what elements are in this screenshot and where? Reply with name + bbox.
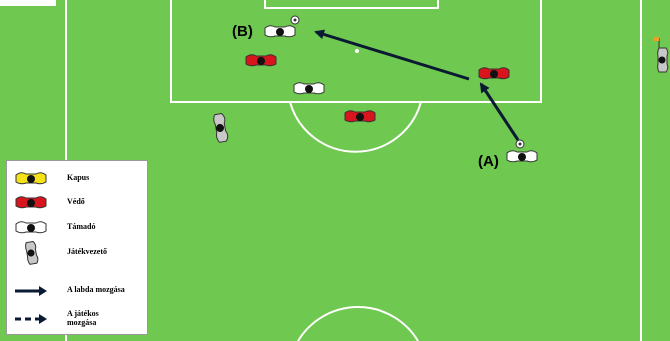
point-a-label: (A) xyxy=(478,153,499,170)
attacker-icon xyxy=(294,83,324,94)
defender-icon xyxy=(246,55,276,66)
point-b-label: (B) xyxy=(232,23,253,40)
legend-label-player-movement-line1: A játékos xyxy=(67,309,99,318)
legend-item-ball-movement: A labda mozgása xyxy=(7,279,149,303)
penalty-spot xyxy=(355,49,359,53)
legend-label-referee: Játékvezető xyxy=(67,247,107,256)
top-left-white-box xyxy=(0,0,56,6)
legend-label-attacker: Támadó xyxy=(67,222,95,231)
attacker-b-icon xyxy=(265,26,295,37)
player-movement-arrow-icon xyxy=(13,307,49,331)
referee-icon xyxy=(13,241,49,265)
legend-label-ball-movement: A labda mozgása xyxy=(67,285,125,294)
legend-item-referee: Játékvezető xyxy=(7,241,149,265)
legend-label-goalkeeper: Kapus xyxy=(67,173,89,182)
legend-label-defender: Védő xyxy=(67,197,85,206)
attacker-a-icon xyxy=(507,151,537,162)
ball-b-icon xyxy=(291,16,299,24)
ball-movement-arrow-icon xyxy=(13,279,49,303)
defender-icon xyxy=(345,111,375,122)
assistant-referee-icon xyxy=(658,48,668,72)
legend-label-player-movement-line2: mozgása xyxy=(67,318,96,327)
legend-item-attacker: Támadó xyxy=(7,216,149,240)
goalkeeper-icon xyxy=(13,167,49,191)
attacker-icon xyxy=(13,216,49,240)
legend-item-defender: Védő xyxy=(7,191,149,215)
legend: Kapus Védő Támadó Játékvezető xyxy=(6,160,148,335)
defender-icon xyxy=(13,191,49,215)
legend-label-player-movement: A játékos mozgása xyxy=(67,309,99,327)
legend-item-goalkeeper: Kapus xyxy=(7,167,149,191)
ball-a-icon xyxy=(516,140,524,148)
legend-item-player-movement: A játékos mozgása xyxy=(7,307,149,331)
defender-icon xyxy=(479,68,509,79)
